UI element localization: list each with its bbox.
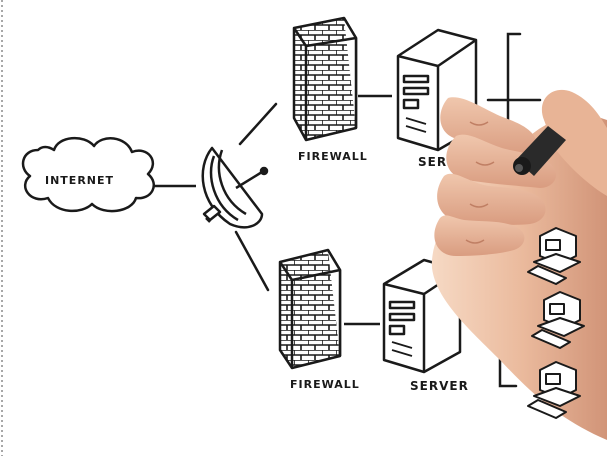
internet-cloud: [21, 137, 155, 213]
computer-icon: [527, 227, 581, 285]
computer-icon: [531, 291, 585, 349]
top-firewall-icon: [292, 16, 358, 142]
bottom-firewall-label: FIREWALL: [290, 378, 360, 391]
bottom-firewall-icon: [278, 248, 342, 370]
hand-holding-marker: [431, 89, 607, 441]
internet-label: INTERNET: [45, 174, 114, 187]
satellite-dish-icon: [201, 146, 269, 229]
dish-to-top-firewall-line: [238, 102, 278, 146]
bottom-server-label: SERVER: [410, 379, 469, 393]
dish-to-bottom-firewall-line: [234, 230, 270, 292]
computer-icon: [527, 361, 581, 419]
top-firewall-label: FIREWALL: [298, 150, 368, 163]
